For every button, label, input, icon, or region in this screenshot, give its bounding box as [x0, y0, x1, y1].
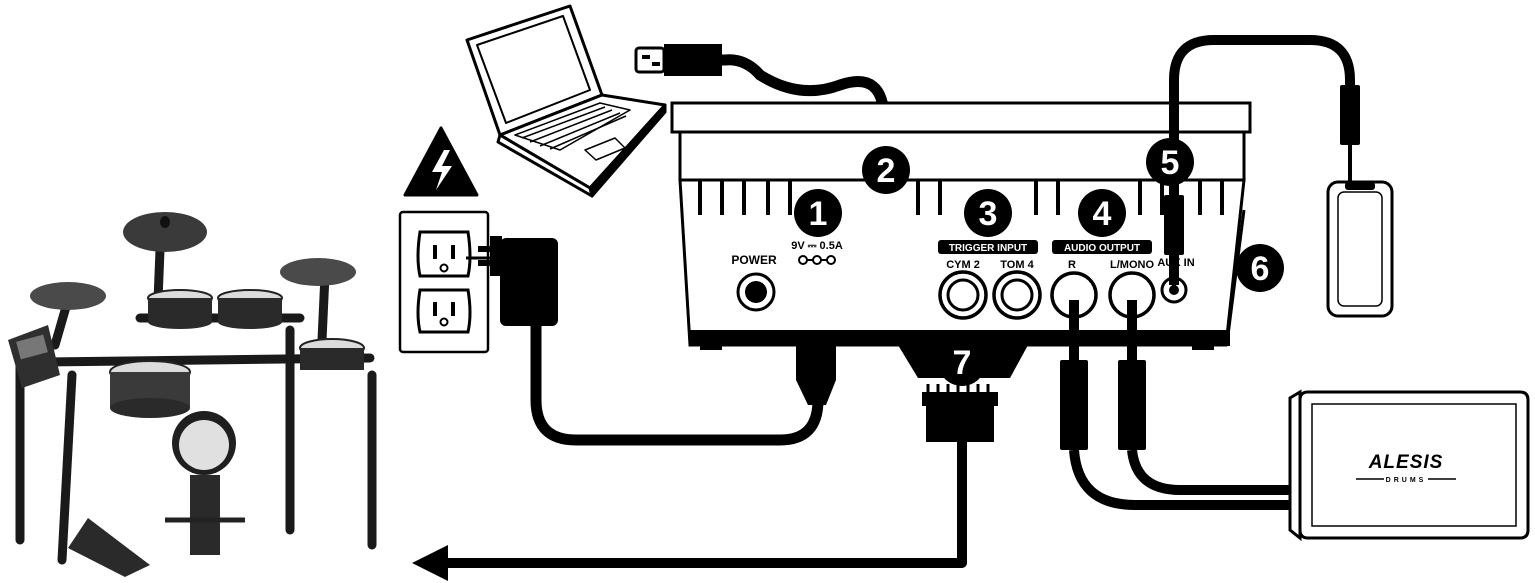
cym2-label: CYM 2 — [946, 259, 980, 271]
callout-1-label: 1 — [809, 195, 828, 233]
speaker: ALESIS DRUMS — [1288, 389, 1530, 542]
speaker-sub: DRUMS — [1386, 477, 1427, 484]
polarity-icon — [798, 255, 836, 265]
laptop — [465, 4, 667, 198]
trigger-input-header: TRIGGER INPUT — [949, 243, 1027, 254]
trigger-cable-arrow — [412, 440, 967, 581]
speaker-brand: ALESIS — [1368, 452, 1444, 473]
callout-4: 4 — [1078, 189, 1126, 237]
drum-module: POWER 9V ⎓ 0.5A TRIGGER INPUT CYM 2 TOM … — [670, 101, 1252, 378]
callout-6: 6 — [1236, 244, 1284, 292]
electric-hazard-icon — [403, 126, 479, 197]
audio-output-header: AUDIO OUTPUT — [1064, 243, 1140, 254]
trigger-cable-connector — [922, 384, 998, 442]
audio-output-cables — [1060, 300, 1300, 510]
tom4-label: TOM 4 — [1000, 259, 1034, 271]
lmono-label: L/MONO — [1110, 259, 1154, 271]
callout-3: 3 — [964, 189, 1012, 237]
power-label: POWER — [731, 253, 777, 267]
callout-2: 2 — [862, 146, 910, 194]
aux-cable — [1164, 35, 1360, 292]
wall-outlet — [398, 210, 492, 354]
callout-4-label: 4 — [1093, 195, 1112, 233]
callout-2-label: 2 — [877, 152, 896, 190]
callout-7: 7 — [938, 338, 986, 386]
power-spec-label: 9V ⎓ 0.5A — [791, 240, 843, 252]
callout-6-label: 6 — [1251, 250, 1270, 288]
smartphone — [1326, 180, 1394, 318]
callout-5: 5 — [1146, 138, 1194, 186]
drum-kit — [8, 212, 377, 577]
callout-3-label: 3 — [979, 195, 998, 233]
callout-5-label: 5 — [1161, 144, 1180, 182]
r-label: R — [1068, 259, 1076, 271]
callout-7-label: 7 — [953, 344, 972, 382]
callout-1: 1 — [794, 189, 842, 237]
